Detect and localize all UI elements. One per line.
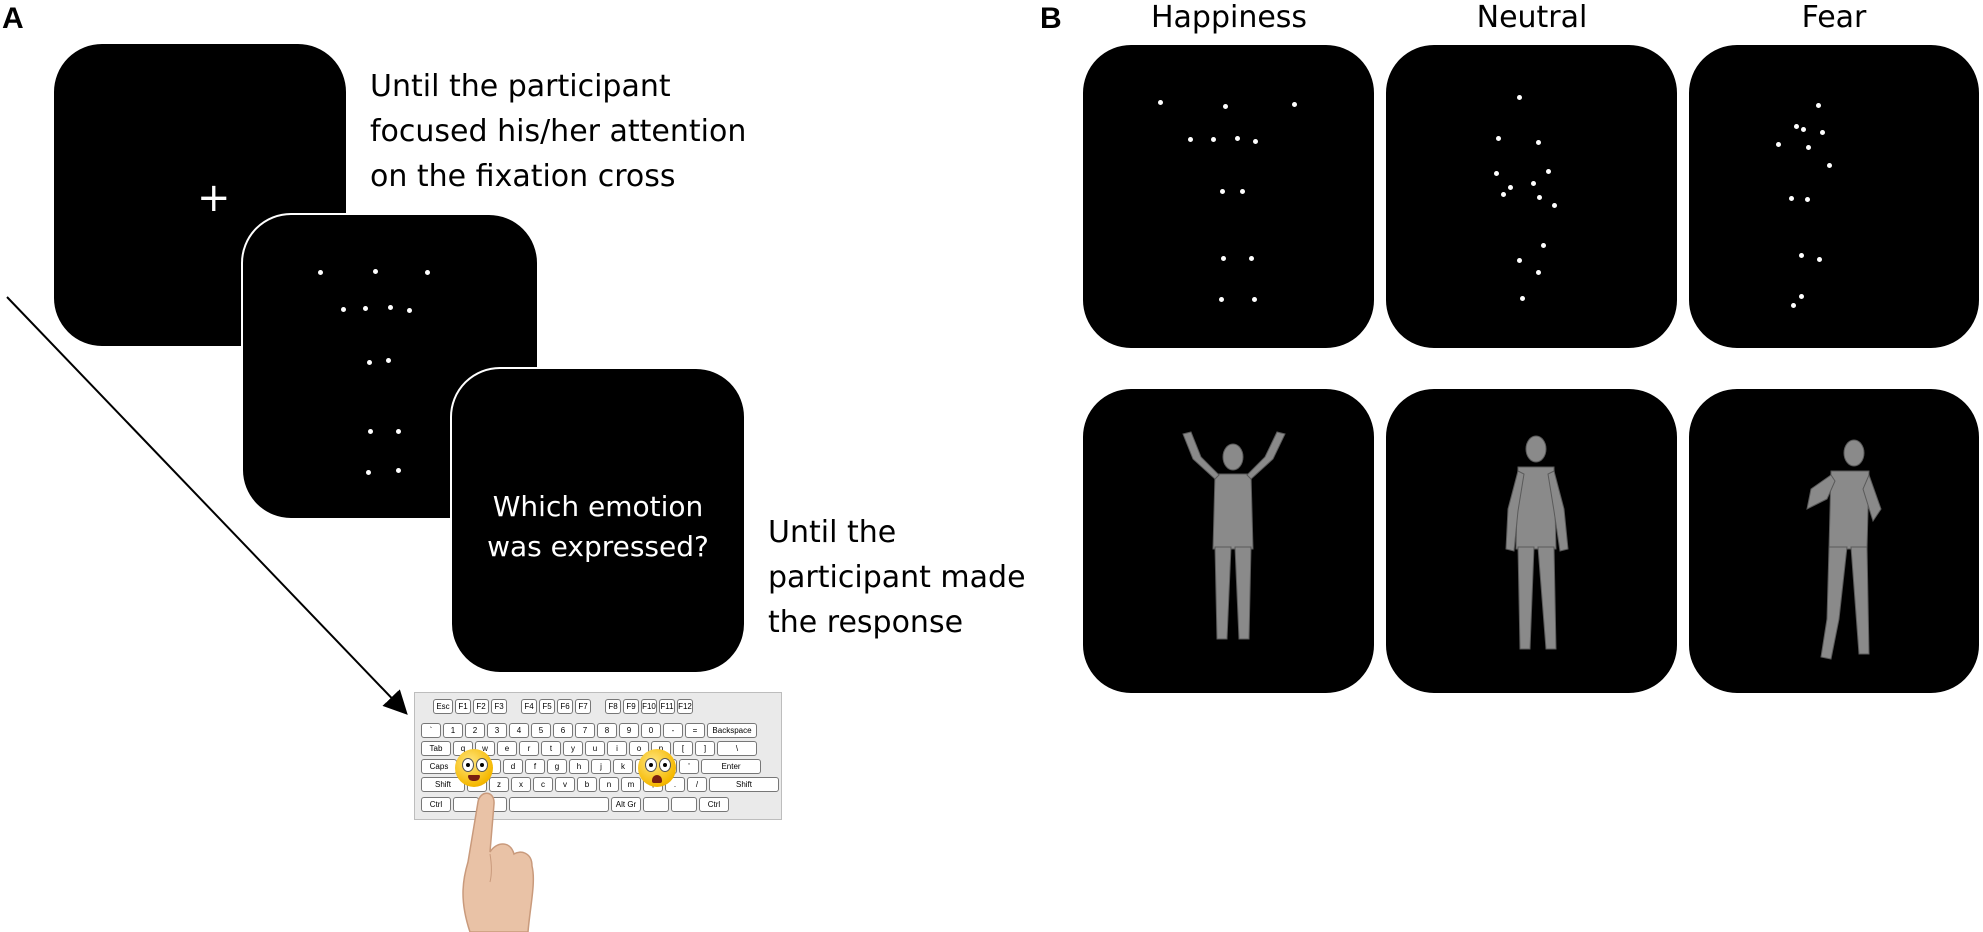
key[interactable]: / — [687, 777, 707, 792]
key[interactable]: Backspace — [707, 723, 757, 738]
key[interactable]: x — [511, 777, 531, 792]
key[interactable]: = — [685, 723, 705, 738]
key[interactable]: t — [541, 741, 561, 756]
key[interactable]: i — [607, 741, 627, 756]
key[interactable]: n — [599, 777, 619, 792]
key[interactable] — [509, 797, 609, 812]
key[interactable]: y — [563, 741, 583, 756]
key[interactable]: h — [569, 759, 589, 774]
column-title-happiness: Happiness — [1150, 0, 1308, 35]
happy-emoji-icon[interactable] — [455, 749, 493, 787]
key[interactable]: k — [613, 759, 633, 774]
key[interactable]: o — [629, 741, 649, 756]
key[interactable]: F1 — [455, 699, 471, 714]
point-light-happiness — [1081, 43, 1376, 350]
key[interactable]: F3 — [491, 699, 507, 714]
key[interactable]: Ctrl — [699, 797, 729, 812]
key[interactable]: Caps — [421, 759, 457, 774]
key[interactable]: ] — [695, 741, 715, 756]
key[interactable]: 1 — [443, 723, 463, 738]
question-text: Which emotion was expressed? — [487, 490, 709, 563]
avatar-neutral — [1384, 387, 1679, 695]
key[interactable]: F9 — [623, 699, 639, 714]
timeline-arrow — [6, 296, 408, 715]
panel-a-label: A — [2, 2, 24, 35]
column-title-fear: Fear — [1801, 0, 1867, 35]
avatar-fear-figure — [1806, 439, 1882, 660]
point-light-fear — [1687, 43, 1981, 350]
key[interactable]: F12 — [677, 699, 693, 714]
key[interactable]: z — [489, 777, 509, 792]
key[interactable]: Esc — [433, 699, 453, 714]
key[interactable]: \ — [717, 741, 757, 756]
key[interactable]: Alt Gr — [611, 797, 641, 812]
key[interactable]: 0 — [641, 723, 661, 738]
key[interactable]: 2 — [465, 723, 485, 738]
key[interactable] — [643, 797, 669, 812]
key[interactable]: [ — [673, 741, 693, 756]
key[interactable]: F8 — [605, 699, 621, 714]
key[interactable]: c — [533, 777, 553, 792]
avatar-neutral-figure — [1505, 435, 1569, 650]
key[interactable]: 7 — [575, 723, 595, 738]
key[interactable]: ' — [679, 759, 699, 774]
key[interactable]: - — [663, 723, 683, 738]
key[interactable]: F6 — [557, 699, 573, 714]
key[interactable]: 4 — [509, 723, 529, 738]
key[interactable]: r — [519, 741, 539, 756]
pointing-hand — [462, 792, 535, 932]
key[interactable]: F2 — [473, 699, 489, 714]
key[interactable]: e — [497, 741, 517, 756]
key[interactable]: u — [585, 741, 605, 756]
key[interactable]: f — [525, 759, 545, 774]
avatar-fear — [1687, 387, 1981, 695]
key[interactable]: Ctrl — [421, 797, 451, 812]
avatar-happiness — [1081, 387, 1376, 695]
response-caption: Until the participant made the response — [768, 515, 1026, 640]
key[interactable]: F4 — [521, 699, 537, 714]
key[interactable]: d — [503, 759, 523, 774]
key[interactable]: F10 — [641, 699, 657, 714]
question-screen: Which emotion was expressed? — [450, 367, 746, 674]
key[interactable]: 9 — [619, 723, 639, 738]
key[interactable]: F7 — [575, 699, 591, 714]
key[interactable]: Tab — [421, 741, 451, 756]
fixation-caption: Until the participant focused his/her at… — [370, 69, 747, 194]
fear-emoji-icon[interactable] — [638, 749, 676, 787]
panel-b-label: B — [1040, 2, 1062, 35]
key[interactable]: 8 — [597, 723, 617, 738]
key[interactable]: F11 — [659, 699, 675, 714]
key[interactable]: g — [547, 759, 567, 774]
fixation-cross: + — [197, 175, 231, 221]
key[interactable]: v — [555, 777, 575, 792]
key[interactable]: F5 — [539, 699, 555, 714]
column-title-neutral: Neutral — [1476, 0, 1588, 35]
key[interactable]: 6 — [553, 723, 573, 738]
key[interactable]: Shift — [709, 777, 779, 792]
key[interactable]: m — [621, 777, 641, 792]
key[interactable]: Enter — [701, 759, 761, 774]
point-light-neutral — [1384, 43, 1679, 350]
key[interactable]: b — [577, 777, 597, 792]
key[interactable] — [671, 797, 697, 812]
avatar-happiness-figure — [1182, 431, 1286, 640]
key[interactable]: j — [591, 759, 611, 774]
key[interactable]: ` — [421, 723, 441, 738]
key[interactable]: 3 — [487, 723, 507, 738]
key[interactable]: 5 — [531, 723, 551, 738]
